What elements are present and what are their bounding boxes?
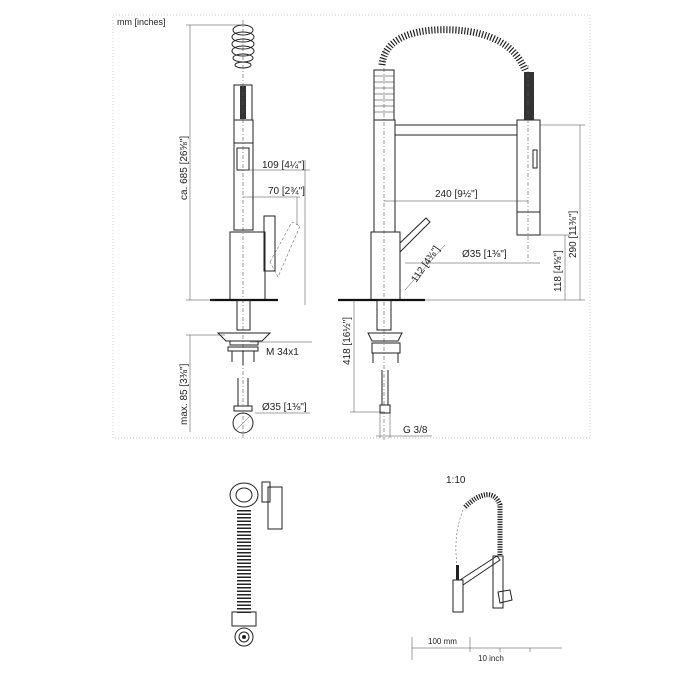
scale-inch-label: 10 inch bbox=[478, 654, 504, 663]
scale-bar: 100 mm 10 inch bbox=[411, 637, 562, 663]
scale-mm-label: 100 mm bbox=[428, 637, 457, 646]
front-dimensions: 240 [9½"] Ø35 [1⅜"] 112 [4⅜"] 290 [11⅜"]… bbox=[342, 124, 585, 438]
height-dim: ca. 685 [26⅝"] bbox=[179, 136, 190, 200]
arm bbox=[394, 124, 518, 136]
arm-height-dim: 290 [11⅜"] bbox=[568, 210, 579, 258]
connection-label: G 3/8 bbox=[403, 425, 428, 436]
handle-dim-70: 70 [2¾"] bbox=[268, 186, 305, 197]
handle-dim-109: 109 [4¼"] bbox=[262, 159, 305, 171]
mount-depth-dim: max. 85 [3⅜"] bbox=[179, 363, 190, 425]
side-view-faucet bbox=[210, 20, 301, 440]
thread-label: M 34x1 bbox=[266, 347, 299, 358]
lever-dim: 112 [4⅜"] bbox=[409, 244, 442, 285]
reach-dim: 240 [9½"] bbox=[435, 189, 478, 200]
below-deck-dim: 418 [16½"] bbox=[342, 317, 353, 365]
hole-circle bbox=[232, 412, 254, 434]
spray-height-dim: 118 [4⅝"] bbox=[553, 250, 564, 292]
hole-dim: Ø35 [1⅜"] bbox=[262, 402, 307, 413]
top-view-faucet bbox=[229, 481, 283, 647]
side-dimensions: ca. 685 [26⅝"] 109 [4¼"] 70 [2¾"] M 34x1… bbox=[179, 24, 312, 432]
front-view-faucet bbox=[338, 26, 541, 440]
spray-dia-dim: Ø35 [1⅜"] bbox=[462, 249, 507, 260]
units-label: mm [inches] bbox=[117, 17, 166, 27]
iso-view-faucet: 1:10 bbox=[446, 475, 513, 613]
scale-label: 1:10 bbox=[446, 475, 466, 486]
hose-coil bbox=[378, 26, 529, 72]
